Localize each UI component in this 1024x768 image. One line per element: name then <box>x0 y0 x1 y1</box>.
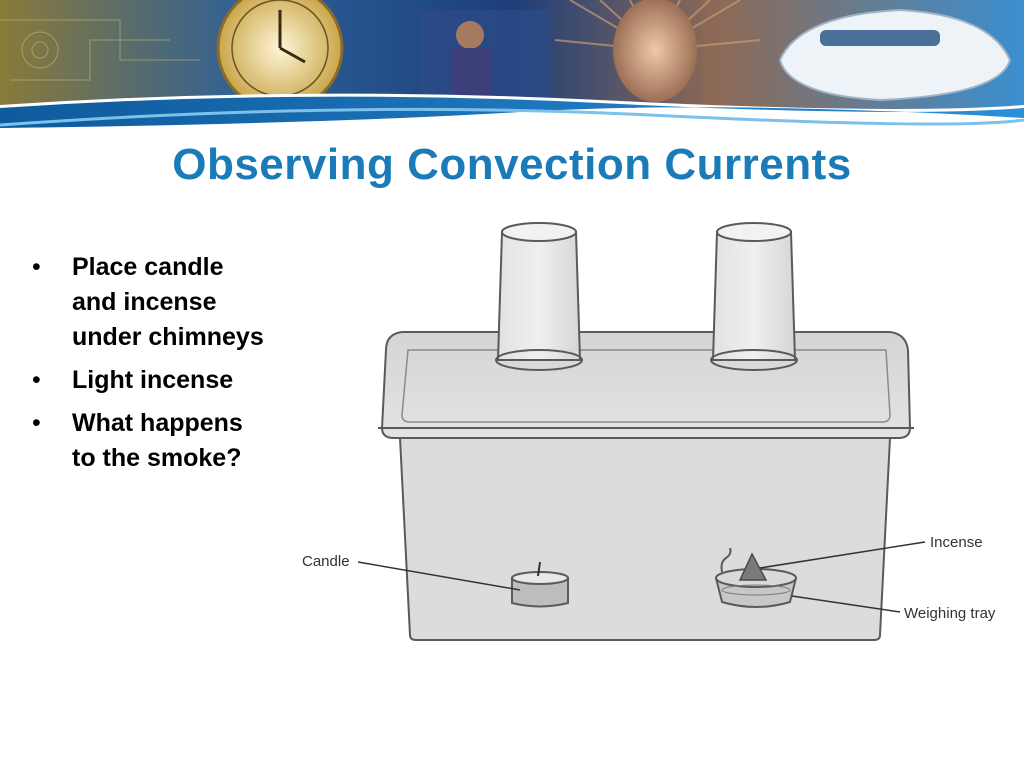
train-image <box>778 8 1012 102</box>
convection-box-illustration: Candle Incense Weighing tray <box>302 222 996 641</box>
bullet-dot-icon: • <box>32 366 41 394</box>
incense-label: Incense <box>930 534 983 551</box>
right-chimney <box>710 222 798 371</box>
incense-icon <box>720 547 768 581</box>
weighing-tray-label: Weighing tray <box>904 605 996 622</box>
bullet-item: • Light incense <box>32 363 272 398</box>
box-body <box>398 437 892 641</box>
left-chimney <box>495 222 583 371</box>
candle-icon <box>511 561 569 608</box>
bullet-item: • Place candle and incense under chimney… <box>32 250 272 355</box>
weighing-tray-icon <box>714 568 798 608</box>
bullet-item: • What happens to the smoke? <box>32 406 272 476</box>
bullet-text: Light incense <box>72 366 234 394</box>
portrait-image <box>554 0 761 102</box>
header-banner <box>0 0 1024 140</box>
bullet-dot-icon: • <box>32 409 41 437</box>
bullet-text: What happens to the smoke? <box>72 409 243 472</box>
bullet-dot-icon: • <box>32 253 41 281</box>
bullet-text: Place candle and incense under chimneys <box>72 253 264 351</box>
candle-label: Candle <box>302 553 350 570</box>
slide-title: Observing Convection Currents <box>172 140 852 189</box>
bullet-list: • Place candle and incense under chimney… <box>32 250 272 484</box>
